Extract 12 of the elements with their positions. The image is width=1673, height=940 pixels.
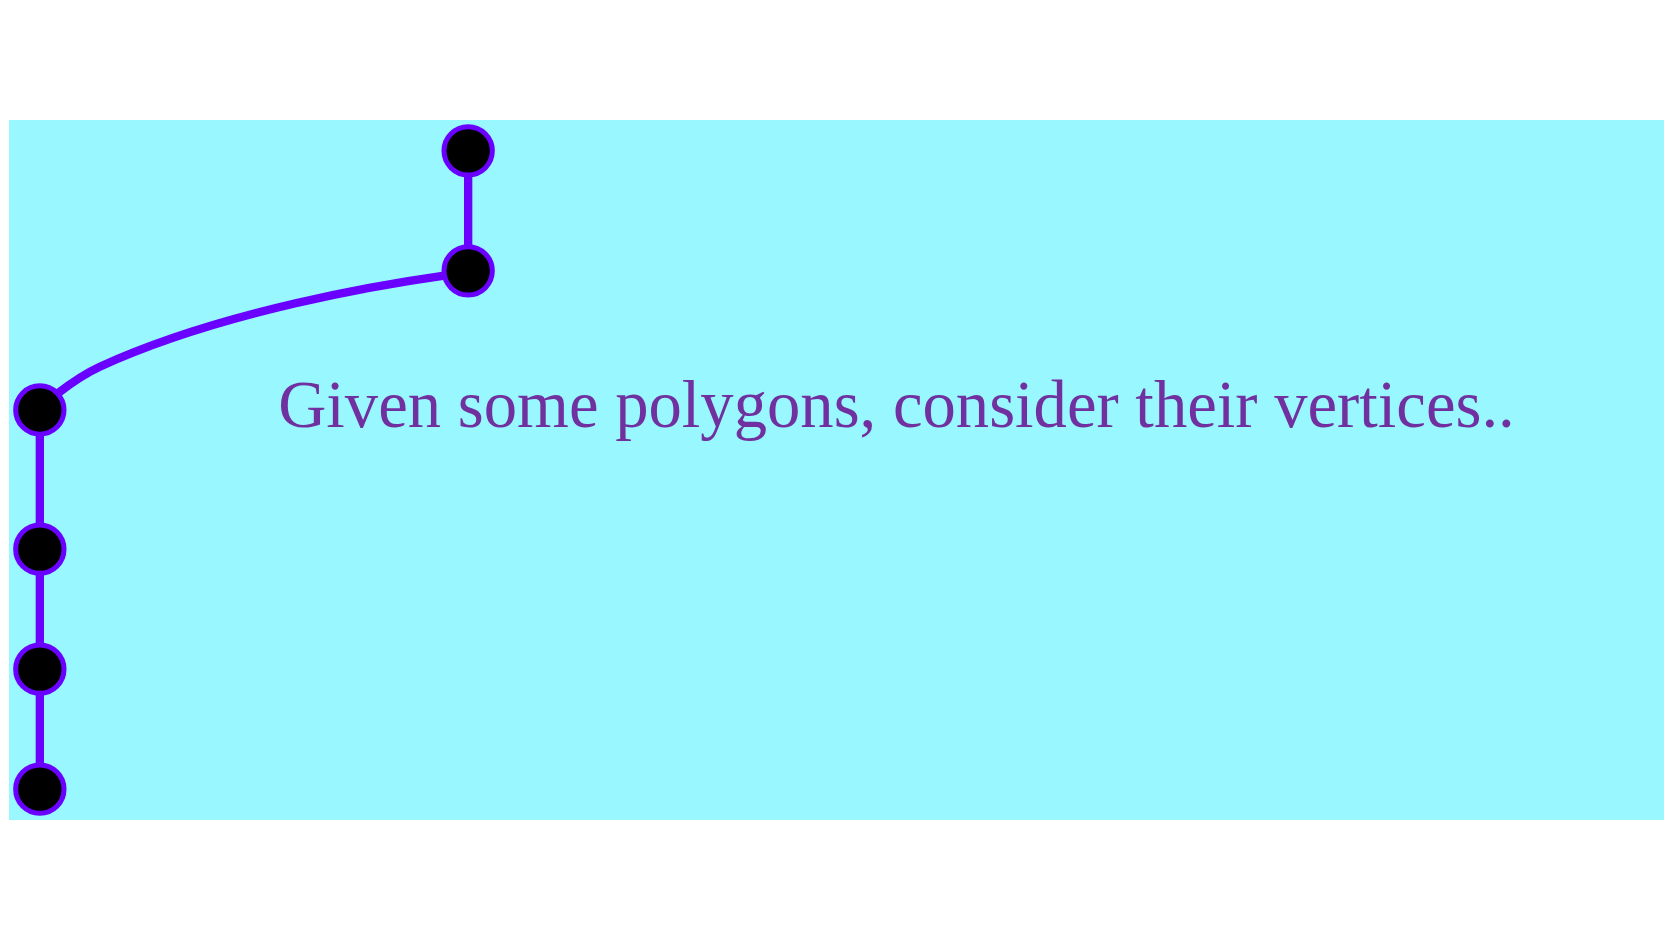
node-circle [441, 124, 495, 178]
node-circle [13, 642, 67, 696]
connector [35, 434, 44, 525]
node-circle [13, 522, 67, 576]
connector [55, 271, 445, 397]
connector [35, 693, 44, 765]
node-circle [13, 762, 67, 816]
label: Given some polygons, consider their vertices.. [278, 367, 1515, 441]
connector [35, 573, 44, 645]
connector [464, 175, 473, 247]
node-circle [441, 244, 495, 298]
node-circle [13, 383, 67, 437]
